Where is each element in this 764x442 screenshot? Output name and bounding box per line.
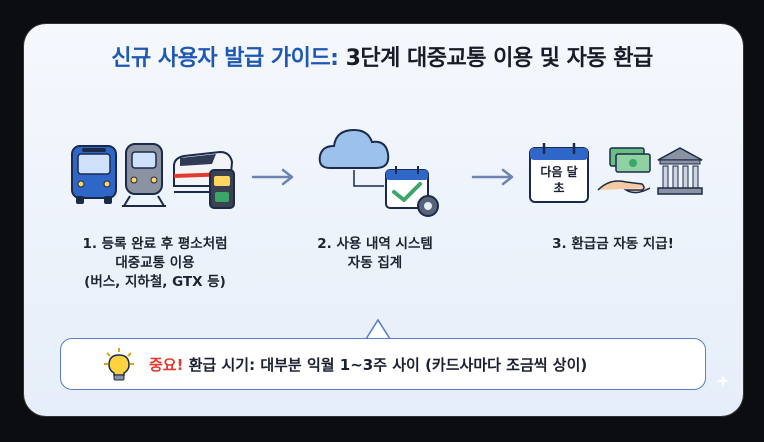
- refund-icons: [597, 147, 703, 195]
- bus-icon: [71, 145, 117, 204]
- calendar-icon: 다음 달 초: [528, 140, 590, 204]
- caption-line: 3. 환급금 자동 지급!: [552, 236, 674, 252]
- step2-caption: 2. 사용 내역 시스템 자동 집계: [290, 235, 460, 273]
- sparkle-icon: [716, 374, 730, 388]
- title-highlight: 신규 사용자 발급 가이드:: [111, 46, 339, 71]
- step1-caption: 1. 등록 완료 후 평소처럼 대중교통 이용 (버스, 지하철, GTX 등): [50, 235, 260, 292]
- refund-timing-text: 환급 시기: 대부분 익월 1~3주 사이 (카드사마다 조금씩 상이): [188, 356, 588, 374]
- transit-icons: [71, 143, 235, 209]
- gear-icon: [417, 195, 439, 217]
- card-reader-icon: [209, 169, 235, 209]
- callout-text: 중요! 환급 시기: 대부분 익월 1~3주 사이 (카드사마다 조금씩 상이): [149, 354, 587, 375]
- callout-pointer: [364, 318, 392, 340]
- subway-icon: [122, 143, 166, 207]
- caption-line: 1. 등록 완료 후 평소처럼: [82, 236, 228, 252]
- important-callout: 중요! 환급 시기: 대부분 익월 1~3주 사이 (카드사마다 조금씩 상이): [60, 338, 706, 390]
- cloud-icon: [318, 128, 390, 169]
- caption-line: (버스, 지하철, GTX 등): [84, 274, 226, 290]
- arrow-right-icon: [471, 168, 514, 186]
- caption-line: 자동 집계: [347, 255, 403, 271]
- bank-icon: [657, 147, 703, 195]
- calendar-label-line: 초: [553, 181, 565, 195]
- important-label: 중요!: [149, 356, 184, 374]
- money-hand-icon: [597, 147, 651, 194]
- calendar-label-line: 다음 달: [540, 165, 578, 179]
- caption-line: 대중교통 이용: [115, 255, 195, 271]
- caption-line: 2. 사용 내역 시스템: [317, 236, 433, 252]
- title-rest: 3단계 대중교통 이용 및 자동 환급: [345, 46, 654, 71]
- cloud-sync-icons: [318, 128, 439, 217]
- page-title: 신규 사용자 발급 가이드: 3단계 대중교통 이용 및 자동 환급: [0, 40, 764, 72]
- lightbulb-icon: [104, 348, 134, 381]
- step3-caption: 3. 환급금 자동 지급!: [520, 235, 706, 254]
- calendar-check-icon: [385, 166, 429, 209]
- arrow-right-icon: [251, 168, 294, 186]
